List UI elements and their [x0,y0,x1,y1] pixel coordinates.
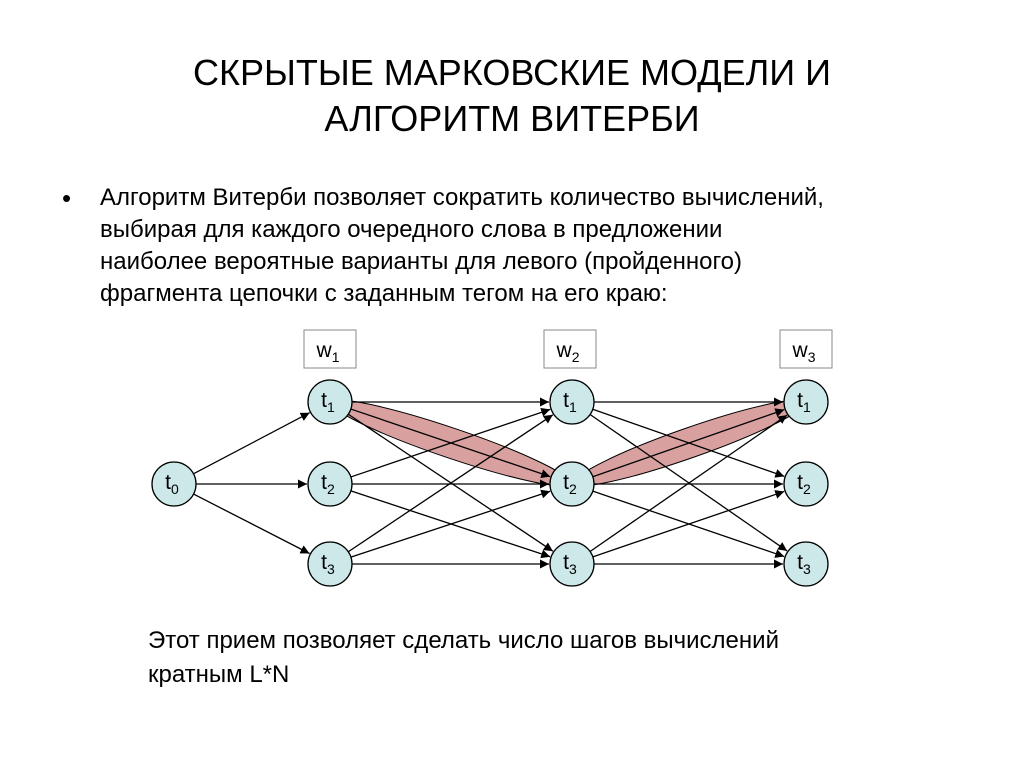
bullet-line-1: Алгоритм Витерби позволяет сократить кол… [100,184,824,211]
node-label-t0: t0 [165,471,179,497]
node-t0 [151,461,197,507]
word-box-w1 [303,329,357,369]
word-label-w1: w1 [316,339,340,365]
node-layer: t0 t1 t2 t3 t1 t2 t3 t1 t2 t3 [151,379,829,587]
word-box-w2 [543,329,597,369]
bullet-line-3: наиболее вероятные варианты для левого (… [100,248,743,275]
node-c2t2 [549,461,595,507]
node-label-c3t1: t1 [797,389,811,415]
edge-c2t3-c3t2 [592,490,785,558]
bullet-text: Алгоритм Витерби позволяет сократить кол… [100,182,1000,310]
node-label-c2t2: t2 [563,471,577,497]
edge-c2t3-c3t1 [589,414,788,553]
word-box-w3 [779,329,833,369]
title-line-2: АЛГОРИТМ ВИТЕРБИ [324,98,700,139]
node-c3t3 [783,541,829,587]
word-label-w2: w2 [556,339,580,365]
node-label-c3t2: t2 [797,471,811,497]
node-label-c2t3: t3 [563,551,577,577]
bullet-marker: • [62,183,72,213]
node-c2t3 [549,541,595,587]
edge-c2t2-c3t1 [592,408,785,478]
title-line-1: СКРЫТЫЕ МАРКОВСКИЕ МОДЕЛИ И [193,52,831,93]
edge-c1t3-c2t2 [350,489,551,558]
footnote-line-1: Этот прием позволяет сделать число шагов… [148,627,779,654]
edge-layer [193,397,788,569]
node-label-c3t3: t3 [797,551,811,577]
node-c3t1 [783,379,829,425]
node-label-c1t2: t2 [321,471,335,497]
node-c1t2 [307,461,353,507]
footnote-line-2: кратным L*N [148,661,290,688]
node-c1t1 [307,379,353,425]
node-label-c1t1: t1 [321,389,335,415]
word-layer: w1 w2 w3 [303,329,833,369]
footnote: Этот прием позволяет сделать число шагов… [148,624,948,692]
edge-t0-c1t3 [193,493,310,555]
edge-c1t3-c2t1 [347,414,554,553]
bullet-line-4: фрагмента цепочки с заданным тегом на ег… [100,280,668,307]
edge-c1t2-c2t1 [350,408,551,478]
page-title: СКРЫТЫЕ МАРКОВСКИЕ МОДЕЛИ И АЛГОРИТМ ВИТ… [0,50,1024,142]
word-label-w3: w3 [792,339,816,365]
node-label-c1t3: t3 [321,551,335,577]
edge-t0-c1t1 [193,412,310,475]
bullet-line-2: выбирая для каждого очередного слова в п… [100,216,723,243]
node-label-c2t1: t1 [563,389,577,415]
node-c2t1 [549,379,595,425]
node-c3t2 [783,461,829,507]
node-c1t3 [307,541,353,587]
